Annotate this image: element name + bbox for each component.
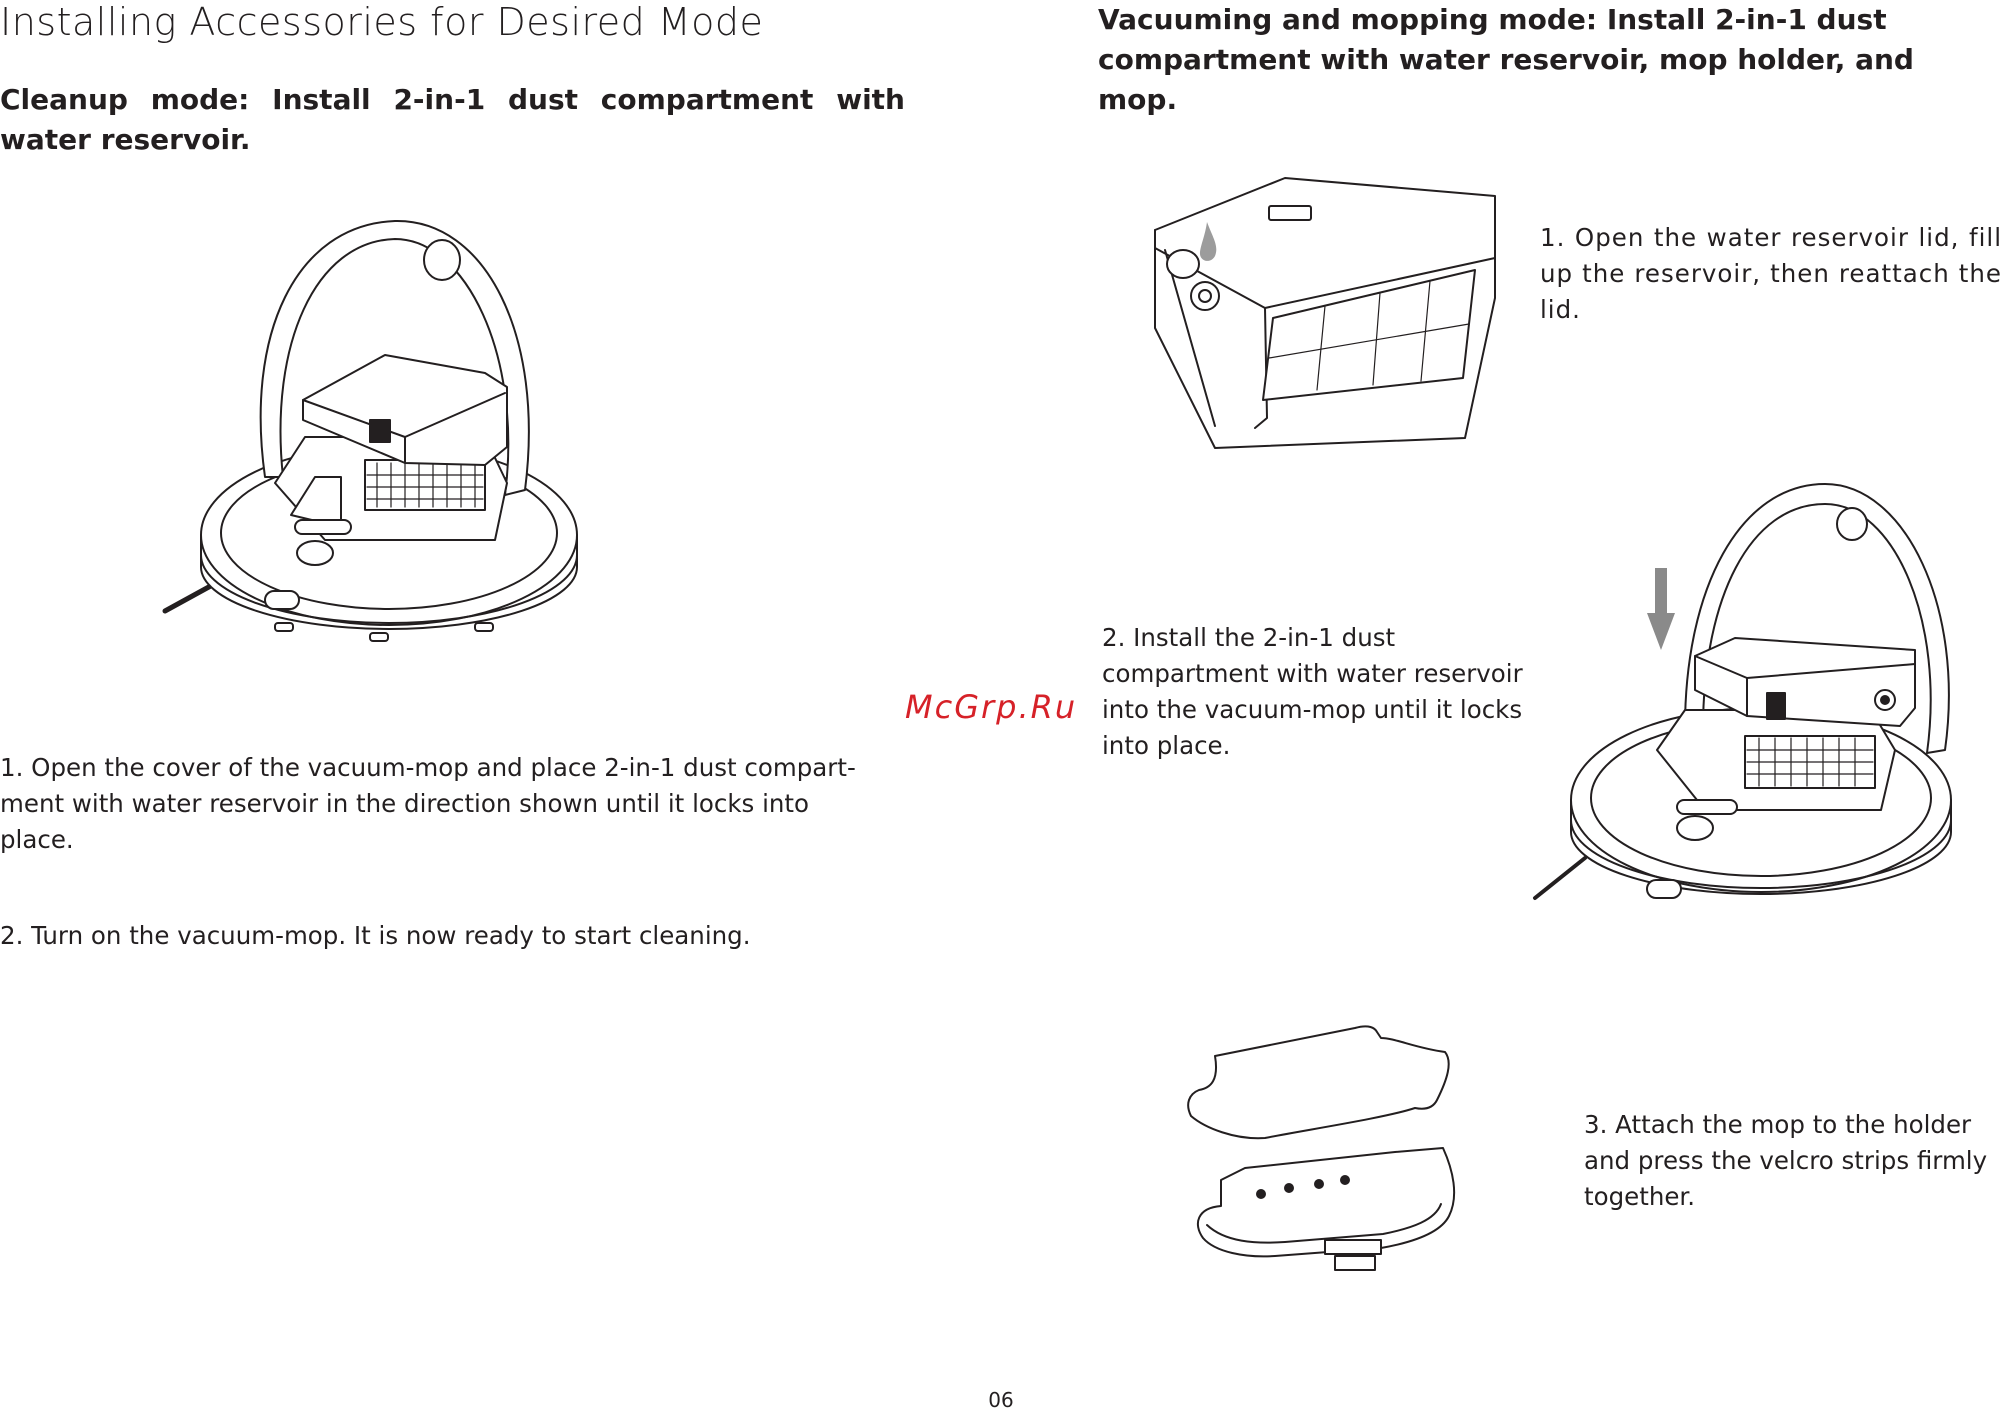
page-number: 06 — [988, 1388, 1014, 1412]
mop-and-holder-illustration — [1185, 1020, 1465, 1285]
mopping-step-2: 2. Install the 2-in-1 dust compartment w… — [1102, 623, 1523, 760]
mopping-step-1: 1. Open the water reservoir lid, fill up… — [1540, 223, 2002, 324]
mopping-step-3: 3. Attach the mop to the holder and pres… — [1584, 1110, 1988, 1211]
dust-compartment-illustration — [1145, 178, 1505, 458]
watermark: McGrp.Ru — [905, 688, 1078, 726]
robot-install-compartment-illustration — [1535, 478, 2002, 908]
down-arrow-icon — [1647, 568, 1675, 650]
robot-vacuum-open-lid-illustration — [165, 215, 605, 655]
cleanup-step-1: 1. Open the cover of the vacuum-mop and … — [0, 753, 856, 854]
mop-pad-icon — [1188, 1026, 1449, 1138]
cleanup-mode-heading: Cleanup mode: Install 2-in-1 dust compar… — [0, 83, 905, 156]
page-title: Installing Accessories for Desired Mode — [0, 0, 764, 44]
vacuum-mop-mode-heading: Vacuuming and mopping mode: Install 2-in… — [1098, 3, 1914, 116]
water-drop-icon — [1199, 222, 1217, 261]
cleanup-step-2: 2. Turn on the vacuum-mop. It is now rea… — [0, 921, 751, 950]
